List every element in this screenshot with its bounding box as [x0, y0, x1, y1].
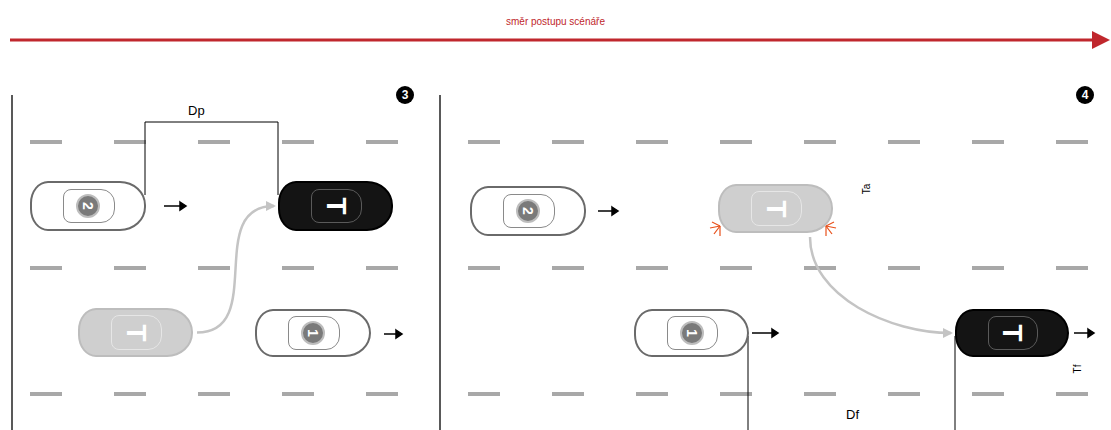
dimension-lines: [145, 122, 955, 430]
callout-number: 4: [1076, 86, 1094, 104]
car-number: 1: [680, 321, 704, 345]
car-number: 2: [76, 194, 100, 218]
car-number: T: [998, 324, 1026, 341]
car-number: T: [762, 200, 790, 217]
dimension-label: Df: [846, 408, 859, 421]
direction-line: [10, 39, 1094, 42]
car-number: T: [322, 197, 350, 214]
test-car: T: [278, 181, 393, 231]
car-number: T: [122, 324, 150, 341]
trajectory-arrow: [810, 237, 951, 333]
car-number: 2: [516, 199, 540, 223]
test-car: T: [955, 309, 1069, 357]
car-1: 1: [255, 309, 371, 357]
car-number: 1: [301, 321, 325, 345]
car-1: 1: [634, 309, 749, 357]
scenario-direction: směr postupu scénáře: [506, 17, 605, 27]
time-label: Tf: [1073, 365, 1083, 374]
time-label: Ta: [862, 184, 872, 195]
panel-border: [439, 95, 441, 430]
dimension-label: Dp: [188, 104, 205, 117]
test-car-start: T: [78, 308, 193, 357]
car-2: 2: [30, 181, 146, 231]
car-2: 2: [470, 186, 586, 236]
test-car-start: T: [718, 184, 833, 233]
direction-arrowhead: [1092, 31, 1110, 49]
panel-border: [11, 95, 13, 430]
callout-number: 3: [396, 86, 414, 104]
lane-markings: [30, 142, 1105, 394]
